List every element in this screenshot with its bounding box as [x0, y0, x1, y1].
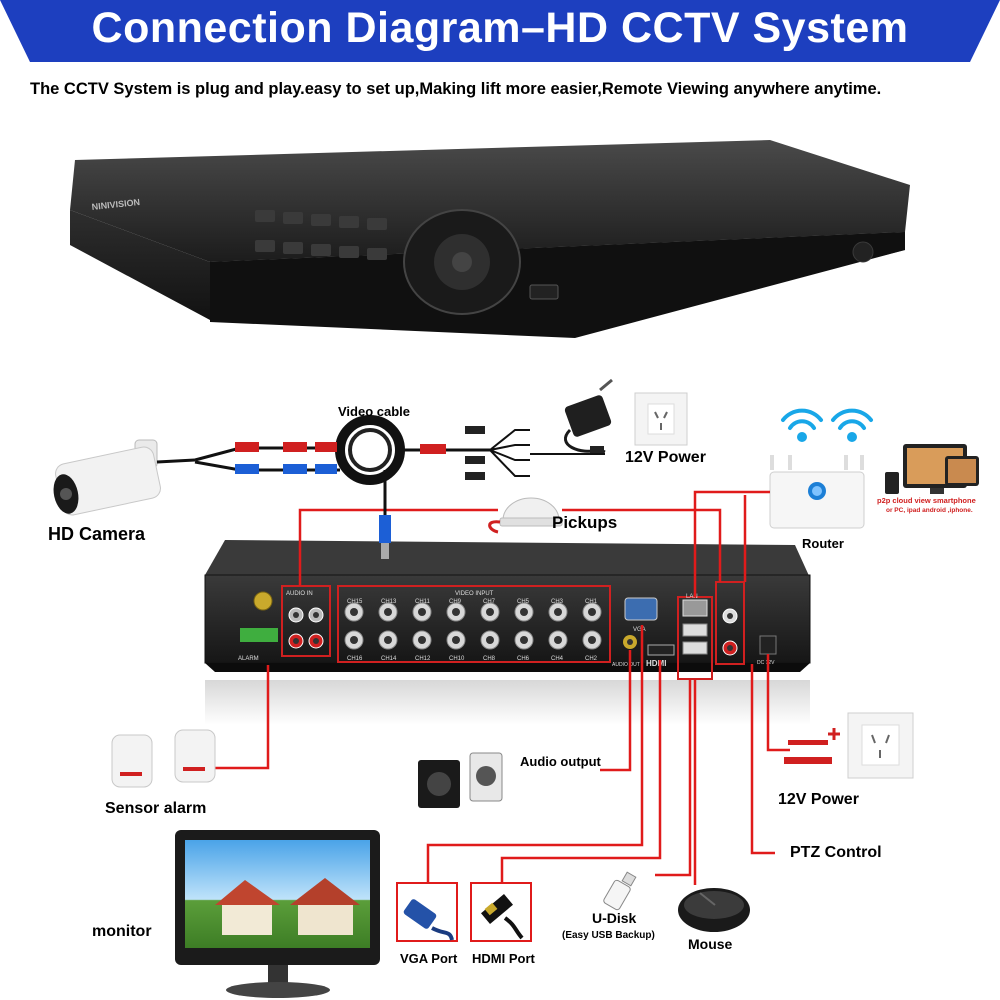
bnc-connector-center — [486, 608, 494, 616]
front-nav-pad — [403, 209, 521, 315]
page-subtitle: The CCTV System is plug and play.easy to… — [30, 80, 882, 98]
channel-label: CH10 — [449, 656, 465, 662]
bnc-connector-center — [520, 636, 528, 644]
sensor-alarm-label: Sensor alarm — [105, 800, 207, 817]
page-title: Connection Diagram–HD CCTV System — [91, 4, 909, 52]
pickup-microphone-icon — [488, 497, 563, 534]
ptz-control-label: PTZ Control — [790, 844, 882, 861]
monitor-icon — [175, 830, 380, 998]
bnc-connector-center — [350, 636, 358, 644]
channel-label: CH12 — [415, 656, 431, 662]
title-banner: Connection Diagram–HD CCTV System — [0, 0, 1000, 62]
router-icon — [769, 455, 865, 529]
red-wires — [210, 490, 790, 885]
hd-camera-icon — [53, 439, 196, 516]
bnc-connector-center — [418, 636, 426, 644]
audio-output-label: Audio output — [520, 754, 601, 769]
video-cable-label: Video cable — [338, 404, 411, 419]
channel-label: CH14 — [381, 656, 397, 662]
speaker-icon — [418, 752, 503, 808]
pickups-label: Pickups — [552, 513, 618, 532]
channel-label: CH6 — [517, 656, 530, 662]
wall-outlet-bottom-icon — [847, 712, 914, 779]
video-input-label: VIDEO INPUT — [455, 591, 494, 597]
bnc-connector-center — [554, 608, 562, 616]
bnc-connector-center — [452, 608, 460, 616]
dc-label: DC 12V — [757, 660, 775, 666]
bnc-connector-center — [350, 608, 358, 616]
mouse-icon — [678, 888, 750, 932]
router-label: Router — [802, 536, 844, 551]
channel-label: CH13 — [381, 599, 397, 605]
channel-label: CH11 — [415, 599, 431, 605]
bnc-connector-center — [452, 636, 460, 644]
bnc-connector-center — [418, 608, 426, 616]
u-disk-label: U-Disk — [592, 910, 637, 926]
hd-camera-label: HD Camera — [48, 524, 146, 544]
power-polarity-icon — [784, 728, 840, 764]
channel-label: CH16 — [347, 656, 363, 662]
hdmi-port-label: HDMI Port — [472, 951, 535, 966]
video-cable-icon — [194, 415, 600, 485]
banner-right-wing — [940, 0, 1000, 62]
bnc-connector-center — [486, 636, 494, 644]
channel-label: CH8 — [483, 656, 496, 662]
p2p-note-line-2: or PC, ipad android ,iphone. — [886, 507, 973, 514]
bnc-connector-center — [520, 608, 528, 616]
hdmi-cable-icon — [470, 882, 532, 942]
bnc-connector-center — [588, 608, 596, 616]
channel-label: CH7 — [483, 599, 496, 605]
bnc-connector-center — [384, 608, 392, 616]
wifi-icon-left — [781, 408, 823, 442]
audio-in-label: AUDIO IN — [286, 591, 313, 597]
channel-label: CH15 — [347, 599, 363, 605]
channel-label: CH1 — [585, 599, 598, 605]
front-usb-port — [529, 284, 559, 300]
vga-port-label: VGA Port — [400, 951, 458, 966]
bnc-connector-center — [384, 636, 392, 644]
bnc-row-top: CH15 CH13 CH11 CH9 CH7 CH5 CH3 CH1 — [344, 599, 602, 622]
wall-outlet-top-icon — [634, 392, 688, 446]
channel-label: CH3 — [551, 599, 564, 605]
channel-label: CH2 — [585, 656, 598, 662]
bnc-connector-center — [554, 636, 562, 644]
video-cable-drop — [379, 470, 391, 559]
front-buttons — [255, 210, 387, 260]
sensor-alarm-icon — [111, 729, 216, 788]
audio-out-label: AUDIO OUT — [612, 662, 640, 668]
channel-label: CH9 — [449, 599, 462, 605]
power-bottom-label: 12V Power — [778, 791, 859, 808]
power-adapter-icon — [563, 378, 613, 454]
usb-drive-icon — [603, 871, 637, 911]
bnc-row-bottom: CH16 CH14 CH12 CH10 CH8 CH6 CH4 CH2 — [344, 630, 602, 662]
vga-cable-icon — [396, 882, 458, 942]
p2p-note-line-1: p2p cloud view smartphone — [877, 496, 976, 505]
power-top-label: 12V Power — [625, 449, 706, 466]
bnc-connector-center — [588, 636, 596, 644]
vga-label: VGA — [633, 627, 646, 633]
wifi-icon-right — [831, 408, 873, 442]
banner-left-wing — [0, 0, 60, 62]
u-disk-note: (Easy USB Backup) — [562, 930, 655, 941]
lan-label: LAN — [686, 594, 698, 600]
hdmi-label: HDMI — [646, 659, 666, 668]
remote-devices-icon — [885, 444, 979, 494]
channel-label: CH4 — [551, 656, 564, 662]
channel-label: CH5 — [517, 599, 530, 605]
alarm-label: ALARM — [238, 656, 259, 662]
dvr-back-view: ALARM AUDIO IN VIDEO INPUT VGA HDMI LAN … — [204, 540, 811, 725]
dvr-front-view: NINIVISION — [70, 140, 910, 338]
monitor-label: monitor — [92, 923, 152, 940]
banner-fill — [60, 0, 940, 62]
mouse-label: Mouse — [688, 936, 733, 952]
